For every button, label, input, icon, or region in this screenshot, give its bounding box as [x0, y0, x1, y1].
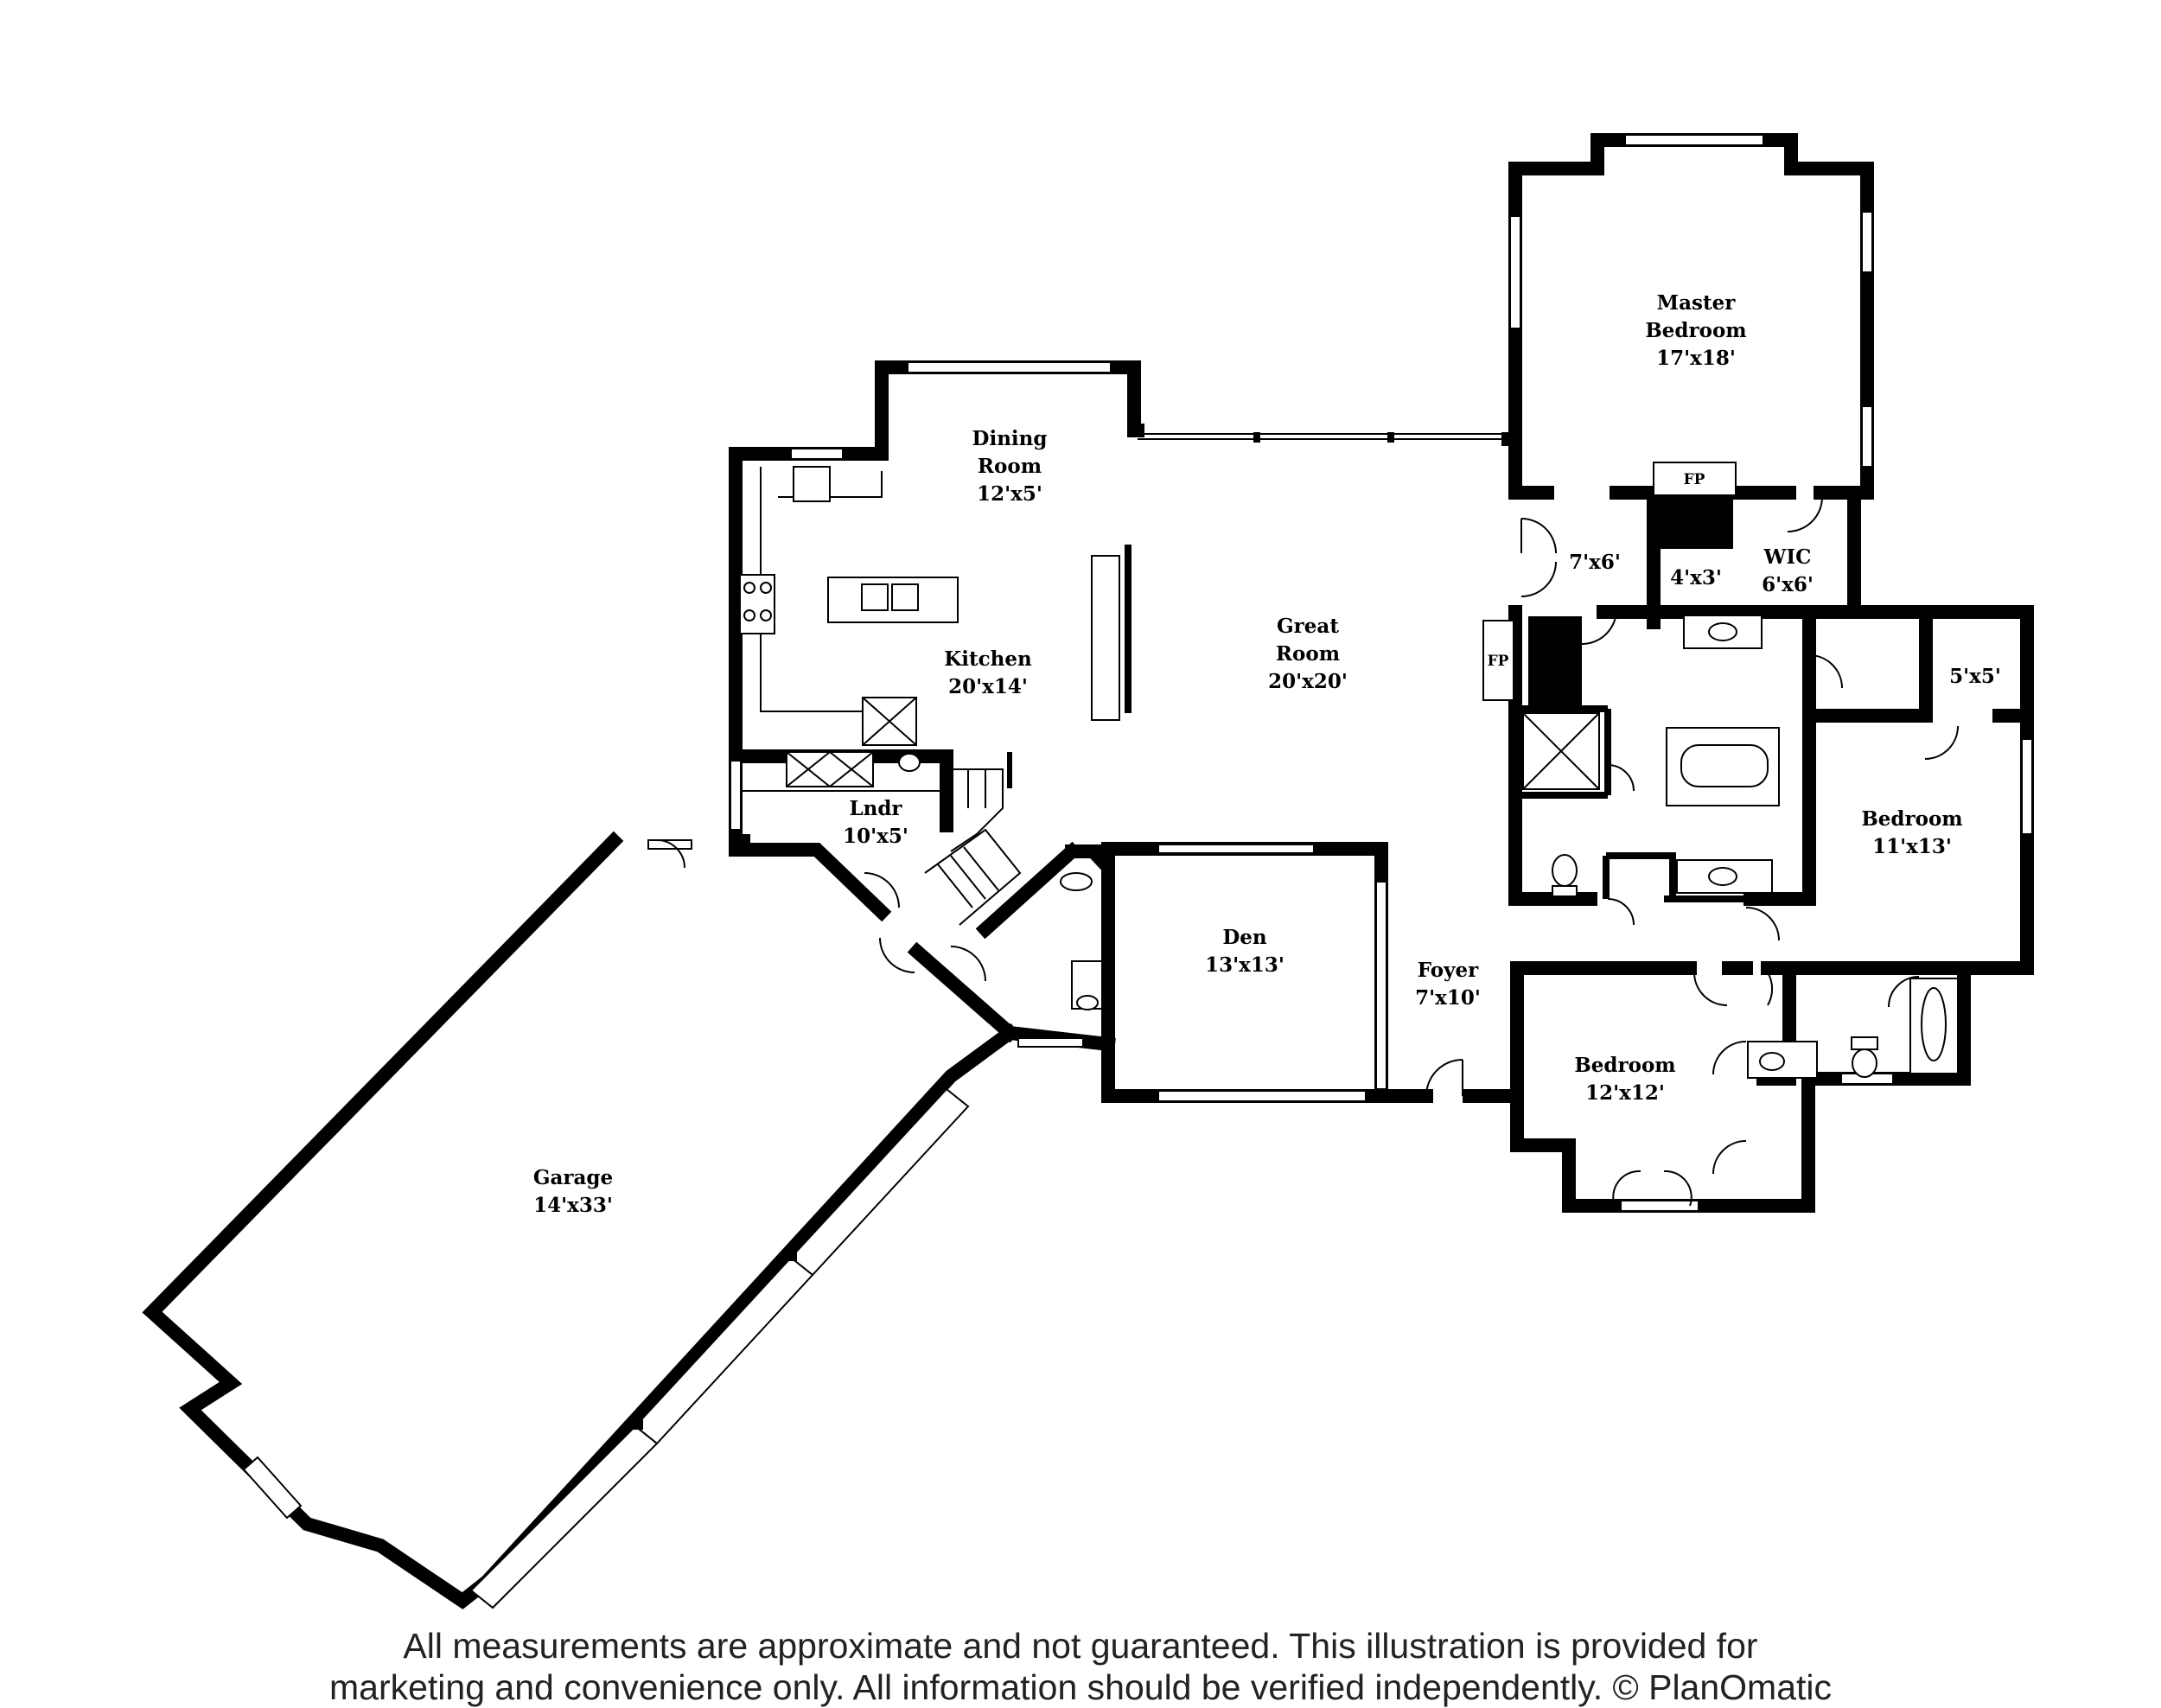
master-fp-label: FP: [1684, 471, 1705, 488]
bedroom-east-label: Bedroom: [1861, 807, 1962, 831]
kitchen-label: Kitchen: [944, 647, 1032, 671]
garage-walls: [142, 831, 1020, 1609]
dining-room-size: 12'x5': [977, 482, 1042, 506]
disclaimer: All measurements are approximate and not…: [0, 1625, 2161, 1708]
great-room-fp-label: FP: [1488, 653, 1509, 670]
bedroom-east-size: 11'x13': [1872, 835, 1952, 858]
great-room-label: Great: [1277, 615, 1339, 638]
closet-4x3-size: 4'x3': [1670, 566, 1722, 590]
bedroom-east-walls: [1802, 605, 1933, 723]
kitchen-sink: [793, 466, 831, 502]
master-fireplace-block: [1660, 495, 1733, 549]
kitchen-size: 20'x14': [948, 675, 1028, 698]
laundry-size: 10'x5': [843, 825, 908, 848]
great-room-fireplace-block: [1528, 616, 1582, 708]
great-room-bar: [1091, 555, 1120, 721]
bedroom-south-size: 12'x12': [1585, 1081, 1665, 1105]
master-bedroom-size: 17'x18': [1656, 347, 1736, 370]
closet-7x6-size: 7'x6': [1569, 551, 1621, 574]
great-room-label-2: Room: [1276, 642, 1340, 666]
den-size: 13'x13': [1205, 953, 1284, 977]
foyer-size: 7'x10': [1415, 986, 1481, 1010]
wic-size: 6'x6': [1762, 573, 1814, 596]
garage-size: 14'x33': [533, 1194, 613, 1217]
den-label: Den: [1222, 926, 1267, 949]
dining-room-label-2: Room: [978, 455, 1042, 478]
fixtures: [739, 462, 1959, 1079]
closet-5x5-size: 5'x5': [1949, 665, 2001, 688]
disclaimer-line-1: All measurements are approximate and not…: [403, 1626, 1758, 1666]
bedroom-south-label: Bedroom: [1574, 1054, 1675, 1077]
dining-room-label: Dining: [972, 427, 1048, 450]
bedroom-south-walls: [1510, 961, 1697, 1103]
master-bedroom-walls: [1508, 133, 1874, 500]
laundry-label: Lndr: [849, 797, 902, 820]
bathtub: [1666, 727, 1780, 806]
master-bedroom-label: Master: [1657, 291, 1737, 315]
garage-label: Garage: [533, 1166, 613, 1189]
master-bedroom-label-2: Bedroom: [1645, 319, 1746, 342]
room-labels: Master Bedroom 17'x18' Dining Room 12'x5…: [533, 291, 2001, 1217]
foyer-label: Foyer: [1418, 959, 1479, 982]
windows: [242, 134, 2033, 1609]
wic-label: WIC: [1763, 545, 1812, 569]
great-room-size: 20'x20': [1268, 670, 1348, 693]
doors: [656, 496, 1959, 1207]
disclaimer-line-2: marketing and convenience only. All info…: [328, 1667, 1832, 1707]
dining-kitchen-walls: [729, 360, 889, 848]
